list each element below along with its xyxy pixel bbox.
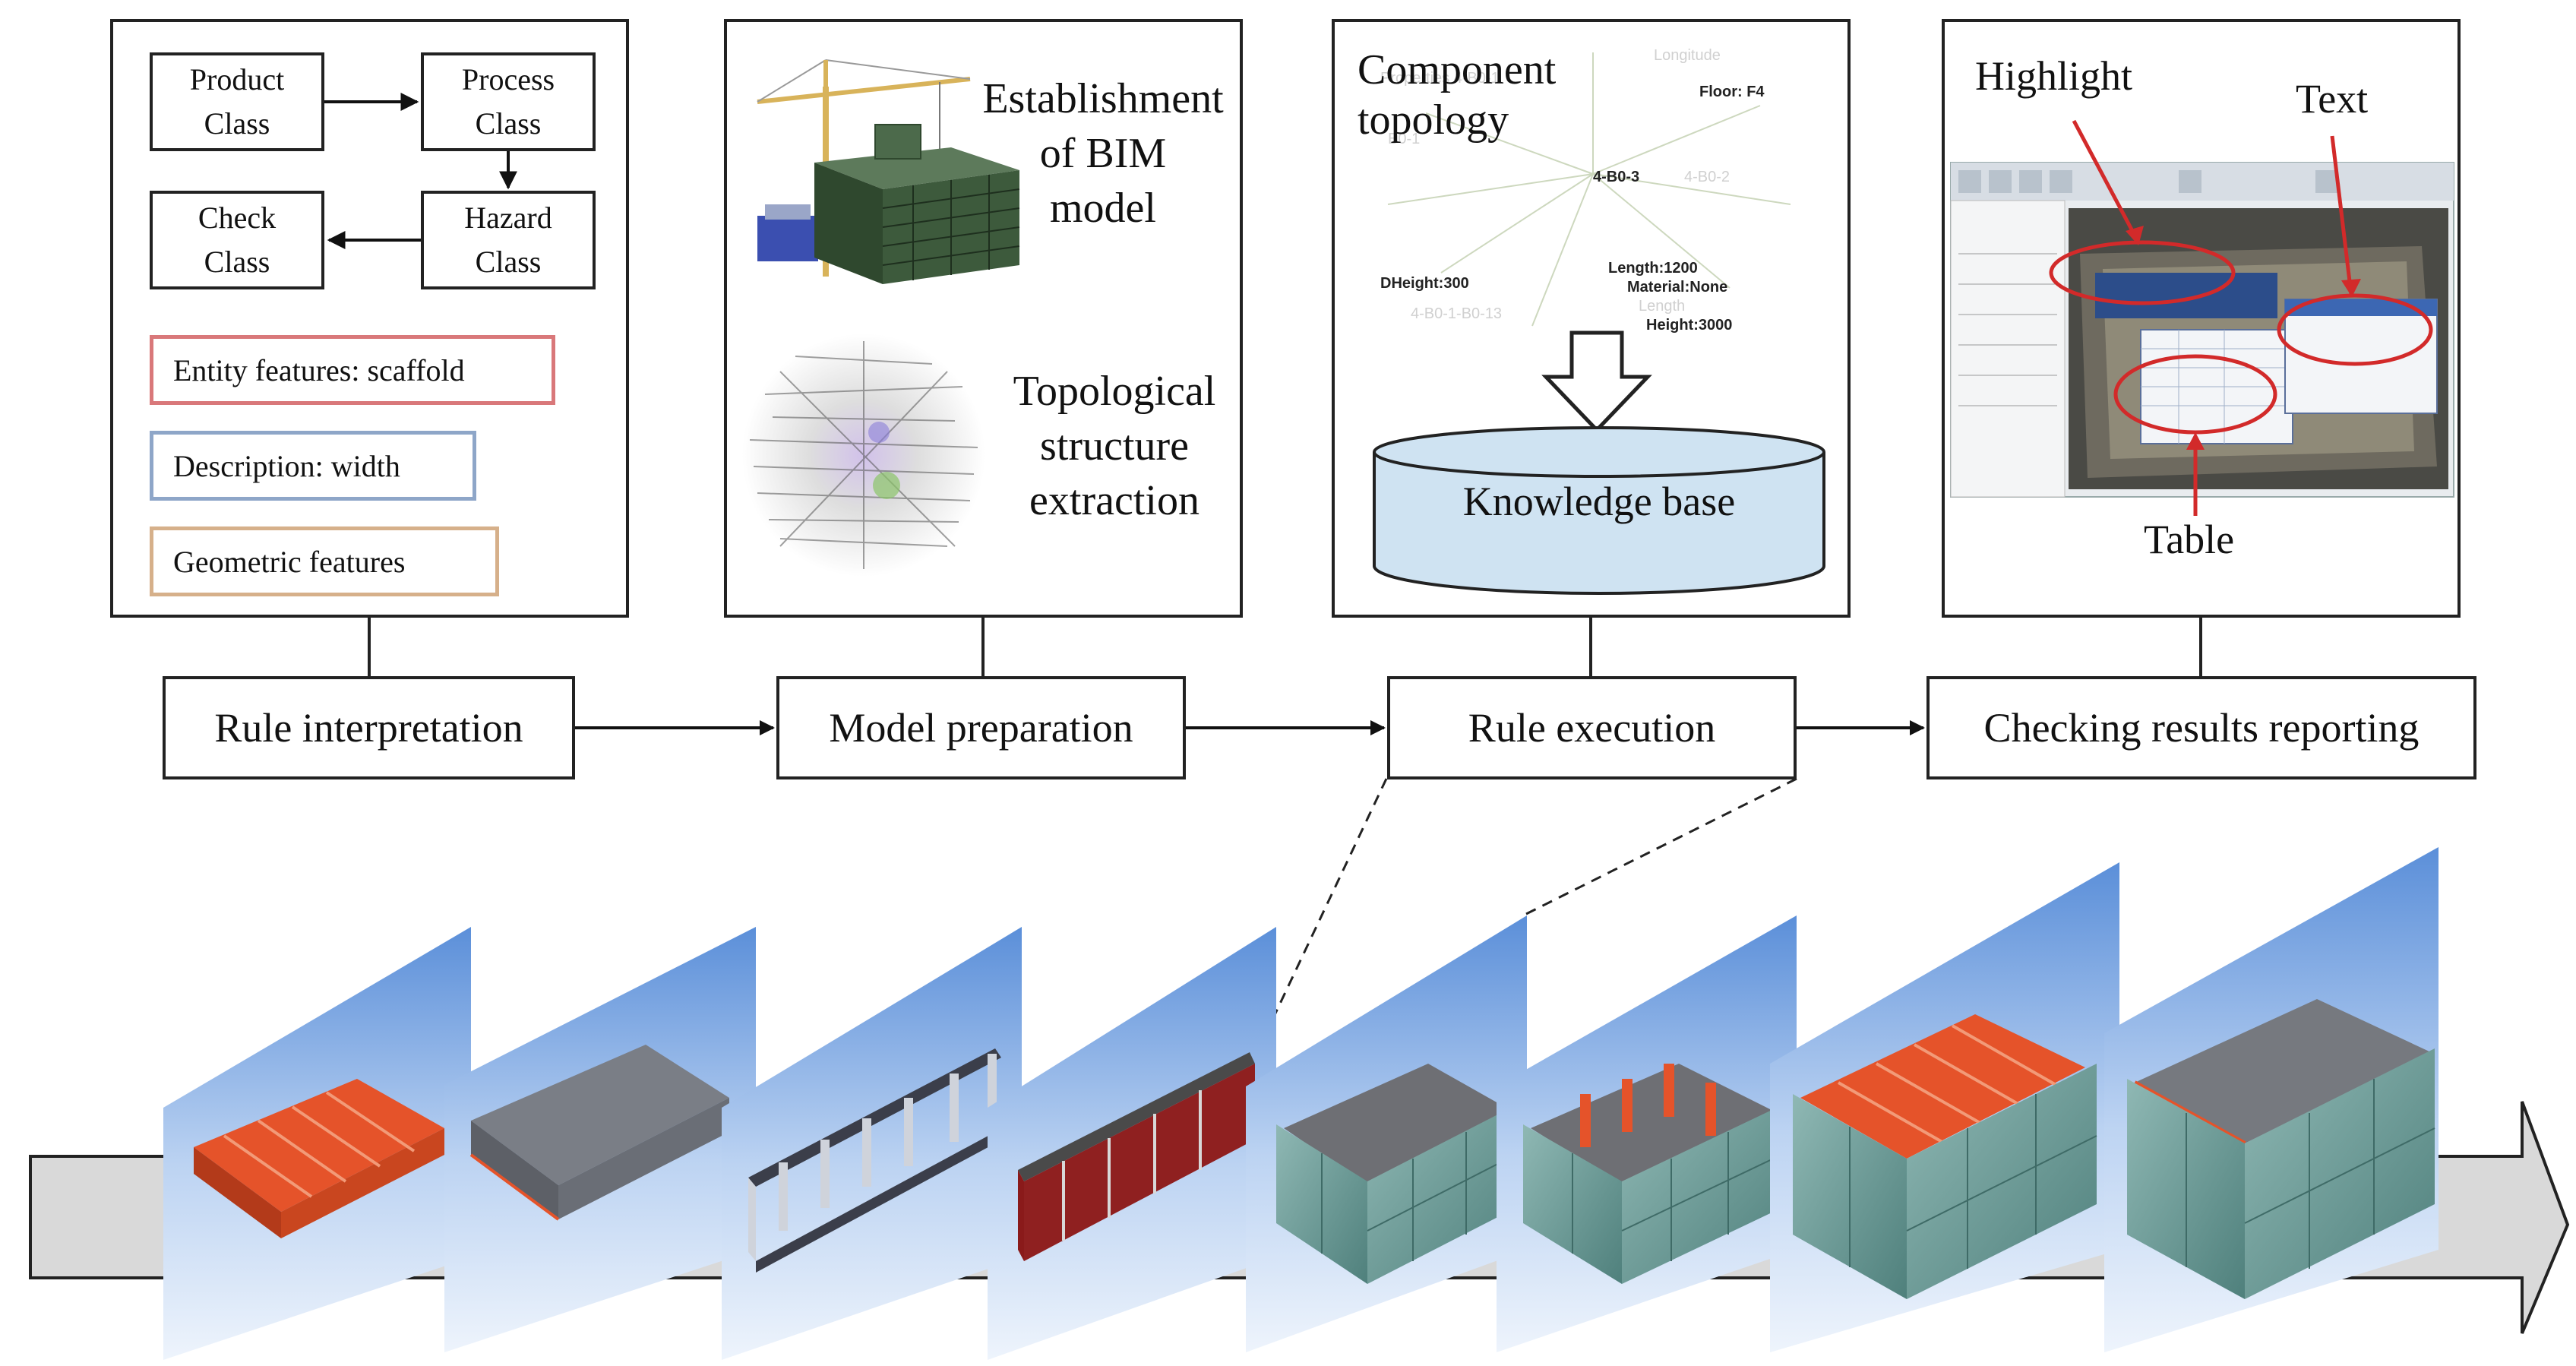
graph-label-height: Height:3000 <box>1646 317 1732 334</box>
stage-rule-execution: Rule execution <box>1387 676 1797 779</box>
database-cylinder-icon <box>1373 426 1825 595</box>
component-topology-graph: Properties 4-B0-1 Longitude B0-1 4-B0-2 … <box>1380 47 1791 334</box>
slide-4-wall-enclosure <box>988 927 1276 1360</box>
graph-label-dheight: DHeight:300 <box>1380 275 1469 292</box>
model-preparation-panel: Establishment of BIM model Topological s… <box>724 19 1243 618</box>
construction-timeline <box>29 847 2570 1360</box>
product-class-box: Product Class <box>150 52 324 151</box>
slide-8-finished-building <box>2104 847 2439 1352</box>
slide-3-column-frame <box>722 927 1022 1360</box>
svg-text:4-B0-2: 4-B0-2 <box>1684 169 1730 185</box>
results-reporting-panel: Highlight Text Table <box>1942 19 2461 618</box>
graph-label-floor: Floor: F4 <box>1699 84 1765 100</box>
highlight-callout-ellipse <box>2049 240 2236 305</box>
process-class-box: Process Class <box>421 52 596 151</box>
graph-label-material: Material:None <box>1627 279 1727 296</box>
software-screenshot-icon <box>1950 162 2454 498</box>
entity-features-box: Entity features: scaffold <box>150 335 555 405</box>
component-topology-label: Component topology <box>1358 46 1557 144</box>
graph-label-node: 4-B0-3 <box>1593 169 1639 185</box>
slide-5-curtain-wall <box>1246 915 1527 1352</box>
hazard-class-box: Hazard Class <box>421 191 596 289</box>
svg-text:Length: Length <box>1639 298 1685 315</box>
svg-text:Longitude: Longitude <box>1654 47 1721 64</box>
svg-text:Properties 4-B0-1: Properties 4-B0-1 <box>1380 70 1500 87</box>
stage-rule-interpretation: Rule interpretation <box>163 676 575 779</box>
topology-cloud-icon <box>742 334 985 577</box>
text-label: Text <box>2296 76 2369 122</box>
rule-interpretation-panel: Product Class Process Class Check Class … <box>110 19 629 618</box>
svg-text:B0-1: B0-1 <box>1388 131 1420 147</box>
slide-7-roof-framing <box>1770 862 2119 1352</box>
slide-1-roof-structure <box>163 927 471 1360</box>
class-flow-arrows <box>324 93 517 249</box>
highlight-label: Highlight <box>1975 53 2133 99</box>
graph-label-length: Length:1200 <box>1608 260 1698 277</box>
topology-extraction-label: Topological structure extraction <box>1013 368 1216 524</box>
geometric-features-box: Geometric features <box>150 526 499 596</box>
slide-2-slab <box>444 927 756 1352</box>
tower-crane-icon <box>757 59 971 277</box>
check-class-box: Check Class <box>150 191 324 289</box>
slide-6-curtain-wall-columns <box>1497 915 1797 1352</box>
green-bim-building-icon <box>814 124 1020 284</box>
zoom-dash-right <box>1522 777 1797 917</box>
svg-text:4-B0-1-B0-13: 4-B0-1-B0-13 <box>1411 305 1502 322</box>
hollow-arrow-down-icon <box>1541 330 1652 433</box>
bim-model-label: Establishment of BIM model <box>982 75 1224 232</box>
rule-execution-panel: Properties 4-B0-1 Longitude B0-1 4-B0-2 … <box>1332 19 1851 618</box>
text-callout-ellipse <box>2277 293 2433 366</box>
knowledge-base-label: Knowledge base <box>1462 479 1736 524</box>
table-label: Table <box>2144 517 2235 562</box>
callout-overlays <box>2049 119 2433 516</box>
description-box: Description: width <box>150 431 476 501</box>
stage-model-preparation: Model preparation <box>776 676 1186 779</box>
stage-checking-results-reporting: Checking results reporting <box>1926 676 2476 779</box>
